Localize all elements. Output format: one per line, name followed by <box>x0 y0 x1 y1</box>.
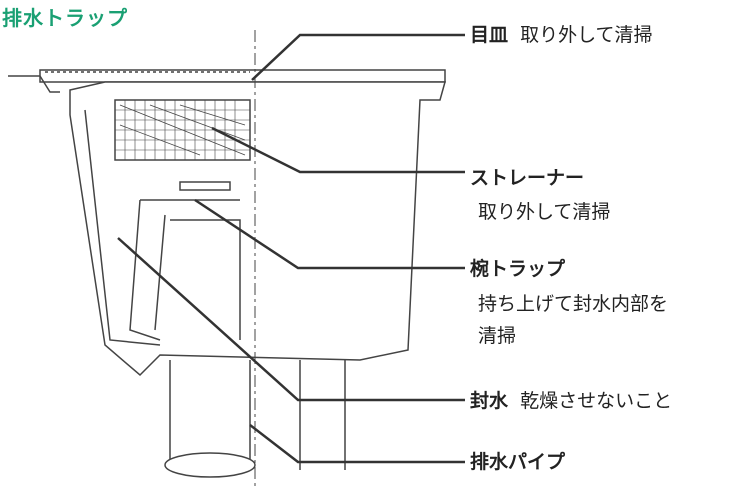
bowl-trap-shape <box>129 199 240 341</box>
label-grate: 目皿 取り外して清掃 <box>470 24 653 46</box>
label-strainer-note: 取り外して清掃 <box>478 201 611 223</box>
label-drain-pipe: 排水パイプ <box>470 451 566 473</box>
label-bowl-trap: 椀トラップ <box>470 258 566 280</box>
label-strainer: ストレーナー <box>470 167 585 189</box>
label-bowl-trap-note2: 清掃 <box>478 325 517 347</box>
label-bowl-trap-note: 持ち上げて封水内部を <box>478 293 669 315</box>
drain-pipe-shape <box>169 360 346 470</box>
leader-lines <box>117 33 465 464</box>
label-water-seal: 封水 乾燥させないこと <box>470 390 673 412</box>
diagram-title: 排水トラップ <box>2 6 128 30</box>
